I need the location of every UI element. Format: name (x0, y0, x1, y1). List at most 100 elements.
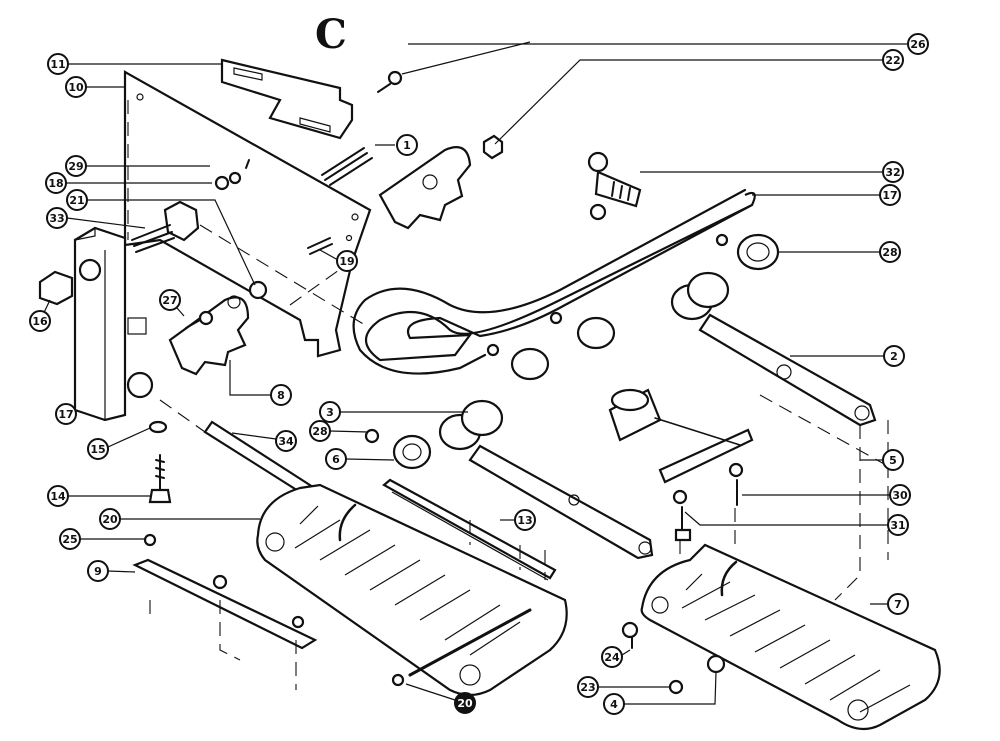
pin-27 (185, 310, 214, 329)
svg-text:30: 30 (892, 489, 908, 502)
spring-1 (321, 147, 373, 186)
svg-text:28: 28 (312, 425, 327, 438)
svg-text:23: 23 (580, 681, 595, 694)
callout-20-bottom: 20 (454, 692, 476, 714)
leader-lines (39, 41, 910, 705)
pedal-7 (640, 543, 941, 731)
t-pin-32 (587, 151, 642, 221)
svg-text:14: 14 (50, 490, 66, 503)
callout-27: 27 (159, 289, 181, 311)
callout-26: 26 (907, 33, 929, 55)
svg-text:10: 10 (68, 81, 84, 94)
svg-text:9: 9 (94, 565, 102, 578)
callout-22: 22 (882, 49, 904, 71)
slotted-bracket (220, 58, 354, 140)
callout-34: 34 (275, 430, 297, 452)
svg-text:24: 24 (604, 651, 620, 664)
callout-10: 10 (65, 76, 87, 98)
svg-text:7: 7 (894, 598, 902, 611)
svg-text:27: 27 (162, 294, 177, 307)
callout-21: 21 (66, 189, 88, 211)
pin-19 (307, 237, 333, 255)
mounting-plate (123, 70, 372, 358)
svg-text:8: 8 (277, 389, 285, 402)
svg-text:17: 17 (58, 408, 73, 421)
svg-text:11: 11 (50, 58, 65, 71)
link-arm-3 (438, 399, 654, 560)
callout-17-right: 17 (879, 184, 901, 206)
callout-5: 5 (882, 449, 904, 471)
ratchet-plate-upper (378, 146, 472, 230)
svg-text:3: 3 (326, 406, 334, 419)
callout-24: 24 (601, 646, 623, 668)
hex-nut-16 (38, 258, 102, 306)
svg-text:28: 28 (882, 246, 897, 259)
callout-28-top: 28 (879, 241, 901, 263)
bracket-5 (608, 388, 754, 484)
rod-lower (391, 608, 532, 687)
callout-20-left: 20 (99, 508, 121, 530)
bolt-33 (131, 200, 200, 253)
handle-bar (352, 188, 756, 375)
washer-18 (214, 159, 250, 191)
callout-29: 29 (65, 155, 87, 177)
svg-text:33: 33 (49, 212, 64, 225)
callout-6: 6 (325, 448, 347, 470)
callout-7: 7 (887, 593, 909, 615)
pedal-20 (256, 483, 568, 697)
callout-18: 18 (45, 172, 67, 194)
callout-13: 13 (514, 509, 536, 531)
svg-text:20: 20 (102, 513, 118, 526)
bushing-28a (715, 233, 780, 271)
callout-33: 33 (46, 207, 68, 229)
bolt-14 (148, 454, 172, 504)
callout-28-mid: 28 (309, 420, 331, 442)
svg-text:15: 15 (90, 443, 105, 456)
callout-19: 19 (336, 250, 358, 272)
callout-16: 16 (29, 310, 51, 332)
svg-text:19: 19 (339, 255, 354, 268)
bushing-6 (364, 428, 432, 470)
callout-30: 30 (889, 484, 911, 506)
callout-2: 2 (883, 345, 905, 367)
callout-8: 8 (270, 384, 292, 406)
callout-17-left: 17 (55, 403, 77, 425)
svg-text:22: 22 (885, 54, 900, 67)
callout-4: 4 (603, 693, 625, 715)
svg-text:5: 5 (889, 454, 897, 467)
bushing-mid (549, 311, 616, 350)
pin-24-23-4 (621, 621, 726, 695)
bolts-30-31 (672, 462, 744, 542)
svg-text:13: 13 (517, 514, 532, 527)
pivot-block (73, 226, 154, 422)
svg-text:31: 31 (890, 519, 905, 532)
diagram-title: C (315, 11, 347, 58)
svg-text:16: 16 (32, 315, 48, 328)
callout-31: 31 (887, 514, 909, 536)
svg-text:6: 6 (332, 453, 340, 466)
ratchet-plate-lower (168, 295, 250, 376)
svg-text:4: 4 (610, 698, 618, 711)
callout-25: 25 (59, 528, 81, 550)
svg-text:25: 25 (62, 533, 77, 546)
callout-1: 1 (396, 134, 418, 156)
svg-text:29: 29 (68, 160, 83, 173)
screw-26 (377, 70, 403, 93)
svg-text:18: 18 (48, 177, 63, 190)
callout-3: 3 (319, 401, 341, 423)
callout-32: 32 (882, 161, 904, 183)
callout-9: 9 (87, 560, 109, 582)
svg-text:1: 1 (403, 139, 411, 152)
washer-15 (148, 420, 168, 434)
link-arm-2 (670, 271, 877, 427)
callout-15: 15 (87, 438, 109, 460)
washer-21 (248, 280, 268, 300)
callout-23: 23 (577, 676, 599, 698)
svg-text:32: 32 (885, 166, 900, 179)
svg-text:20: 20 (457, 697, 473, 710)
svg-text:34: 34 (278, 435, 294, 448)
svg-text:21: 21 (69, 194, 84, 207)
svg-text:2: 2 (890, 350, 898, 363)
bushing-left (486, 343, 550, 381)
